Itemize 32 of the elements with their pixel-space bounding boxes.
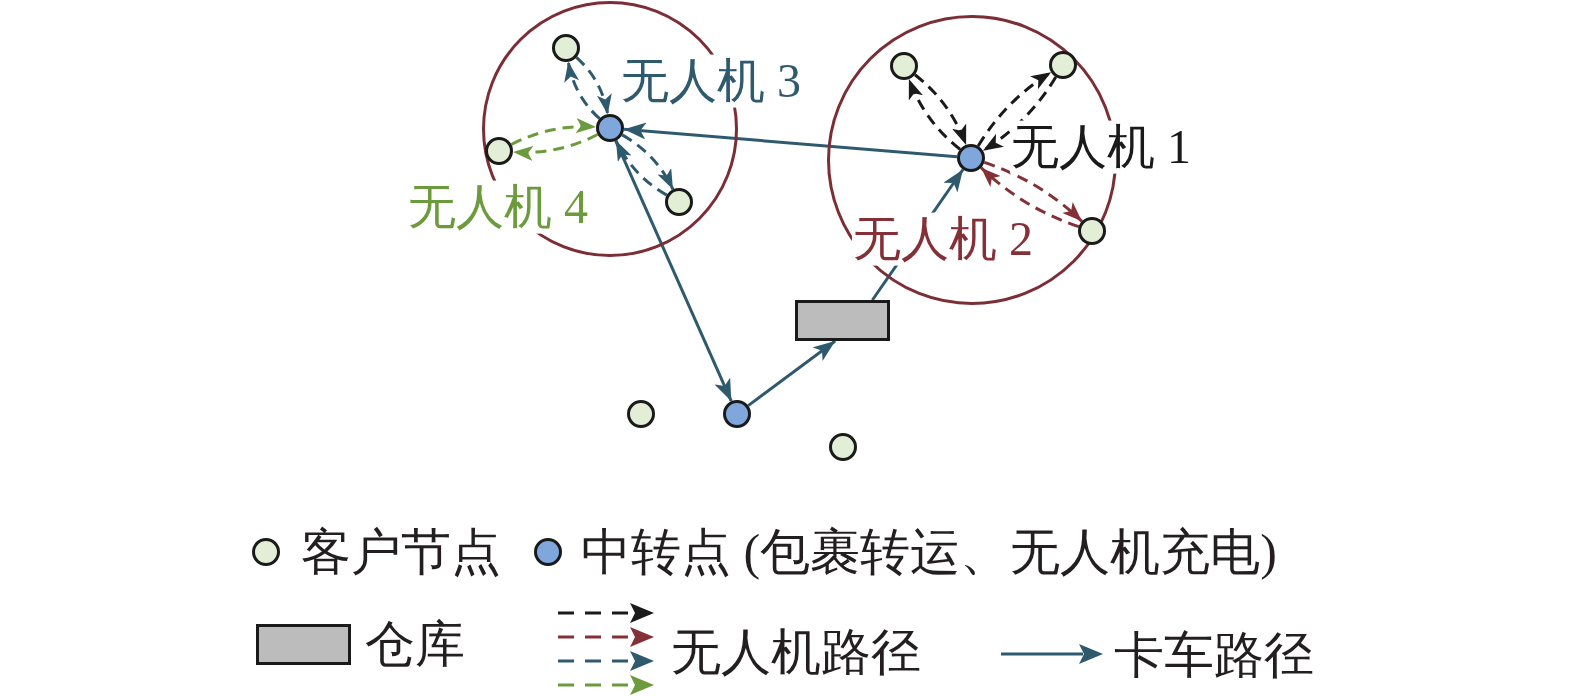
transfer-node: [957, 144, 985, 172]
legend-text: 无人机路径: [671, 624, 921, 680]
arrow: [623, 122, 958, 159]
customer-node: [1049, 51, 1077, 79]
drone-label: 无人机 1: [1010, 120, 1192, 174]
arrow: [614, 140, 733, 402]
legend-text: 中转点 (包裹转运、无人机充电): [581, 524, 1277, 580]
legend-text: 仓库: [365, 616, 465, 672]
dashed-arrow: [914, 73, 968, 146]
warehouse-box: [795, 300, 890, 341]
dashed-arrow: [564, 61, 601, 120]
dashed-arrow: [976, 71, 1052, 147]
legend-text: 客户节点: [301, 524, 501, 580]
dashed-arrow: [510, 118, 597, 146]
customer-node: [890, 52, 918, 80]
dashed-arrow: [907, 78, 961, 151]
customer-node: [665, 188, 693, 216]
customer-node: [552, 34, 580, 62]
transfer-node: [596, 114, 624, 142]
customer-node: [627, 400, 655, 428]
dashed-arrow: [512, 133, 599, 161]
dashed-arrow: [621, 133, 675, 191]
dashed-arrow: [982, 76, 1058, 152]
drone-label: 无人机 4: [407, 180, 589, 234]
drone-label: 无人机 2: [852, 212, 1034, 266]
legend-text: 卡车路径: [1114, 627, 1314, 683]
drone-label: 无人机 3: [620, 54, 802, 108]
customer-node: [829, 433, 857, 461]
dashed-arrow: [575, 56, 612, 115]
dashed-arrow: [614, 139, 668, 197]
arrow: [747, 339, 837, 407]
transfer-node: [723, 400, 751, 428]
